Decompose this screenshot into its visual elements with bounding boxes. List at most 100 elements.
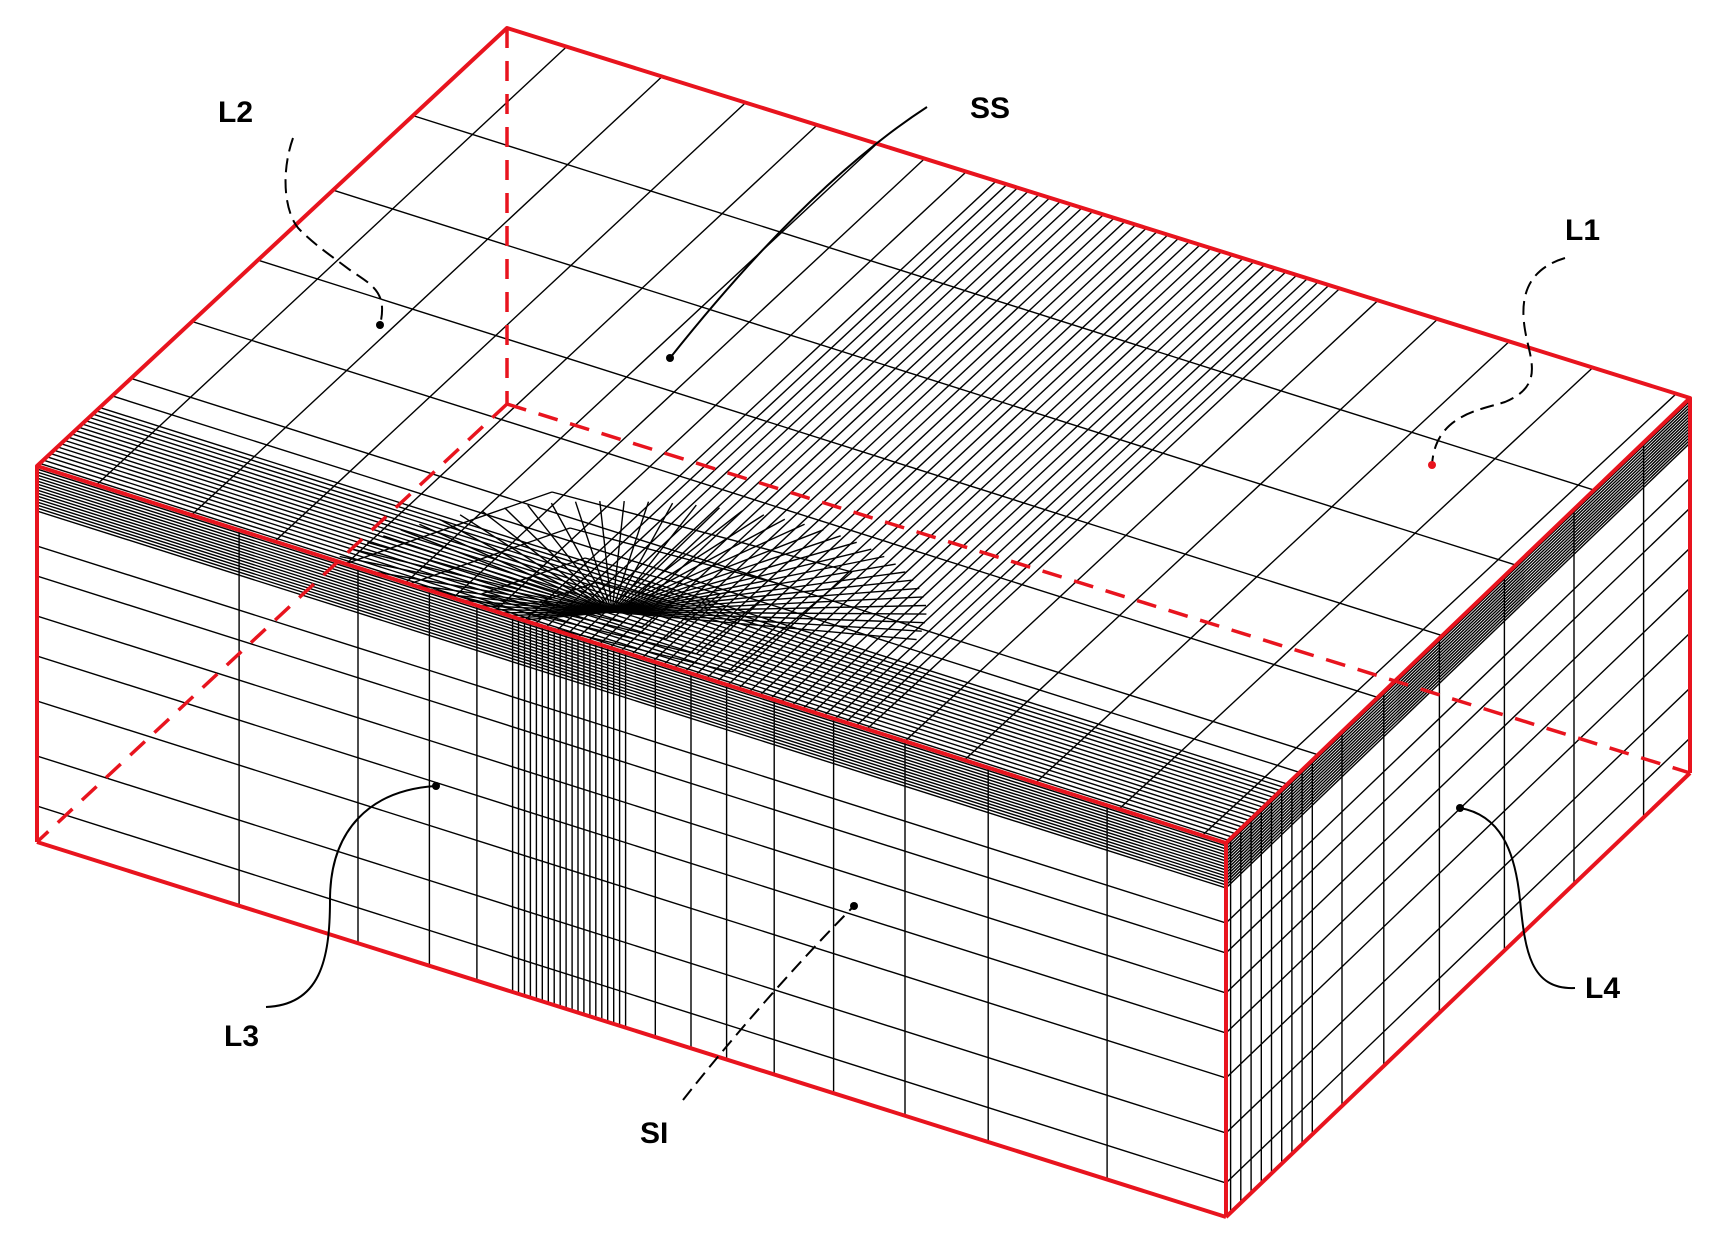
endpoint-l1 bbox=[1428, 461, 1436, 469]
leader-l1 bbox=[1431, 257, 1566, 466]
top-surface-mesh bbox=[37, 28, 1690, 843]
refinement-fan-line bbox=[611, 587, 920, 613]
top-mesh-line bbox=[564, 180, 1083, 664]
refinement-ring-line bbox=[408, 527, 571, 585]
bottom-right-edge bbox=[1224, 771, 1692, 1219]
bottom-front-edge bbox=[36, 840, 1227, 1219]
refinement-fan-line bbox=[611, 541, 857, 613]
top-mesh-line bbox=[521, 166, 1040, 650]
refinement-fan-line bbox=[611, 604, 927, 613]
right-mesh-line bbox=[1226, 415, 1690, 862]
front-mesh-line bbox=[37, 495, 1226, 874]
refinement-fan-line bbox=[611, 504, 697, 613]
right-mesh-line bbox=[1226, 737, 1690, 1184]
top-mesh-line bbox=[1178, 375, 1690, 843]
top-mesh-line bbox=[714, 227, 1233, 711]
refinement-ring-line bbox=[481, 593, 667, 640]
front-mesh-line bbox=[37, 655, 1226, 1034]
leader-lines bbox=[265, 106, 1576, 1101]
refinement-fan-line bbox=[367, 541, 613, 613]
front-mesh-line bbox=[37, 498, 1226, 877]
refinement-fan-line bbox=[419, 523, 613, 613]
top-mesh-line bbox=[37, 306, 1632, 843]
refinement-fan-line bbox=[352, 548, 613, 613]
endpoint-l4 bbox=[1456, 804, 1464, 812]
refinement-ring-line bbox=[731, 571, 853, 673]
refinement-fan-line bbox=[611, 529, 824, 613]
refinement-fan-line bbox=[504, 507, 613, 613]
refinement-fan-line bbox=[611, 579, 914, 613]
top-mesh-line bbox=[628, 200, 1147, 684]
refinement-ring-line bbox=[569, 527, 781, 585]
refinement-fan-line bbox=[550, 502, 613, 613]
refinement-fan-line bbox=[599, 501, 613, 613]
top-mesh-line bbox=[575, 183, 1094, 667]
front-mesh-line bbox=[37, 501, 1226, 880]
front-mesh-line bbox=[37, 510, 1226, 889]
top-mesh-line bbox=[940, 299, 1459, 783]
refinement-fan-line bbox=[611, 571, 906, 613]
top-mesh-line bbox=[37, 297, 1643, 843]
refinement-fan-line bbox=[611, 523, 805, 613]
top-mesh-line bbox=[586, 187, 1105, 671]
right-mesh-line bbox=[1226, 424, 1690, 871]
refinement-fan-line bbox=[438, 518, 613, 613]
refinement-ring-line bbox=[665, 593, 721, 640]
top-mesh-line bbox=[768, 244, 1286, 728]
refinement-ring-line bbox=[584, 557, 721, 595]
right-mesh-line bbox=[1226, 507, 1690, 954]
top-mesh-line bbox=[322, 103, 841, 587]
right-surface-mesh bbox=[1226, 400, 1690, 1217]
top-mesh-line bbox=[693, 221, 1212, 705]
right-mesh-line bbox=[1226, 442, 1690, 889]
refinement-fan-line bbox=[611, 510, 743, 613]
label-l4: L4 bbox=[1585, 972, 1620, 1005]
refinement-ring-line bbox=[551, 491, 853, 573]
front-mesh-line bbox=[37, 477, 1226, 856]
endpoint-l2 bbox=[376, 321, 384, 329]
label-l1: L1 bbox=[1565, 214, 1600, 247]
right-mesh-line bbox=[1226, 430, 1690, 877]
top-mesh-line bbox=[757, 241, 1276, 725]
front-mesh-line bbox=[37, 700, 1226, 1079]
top-mesh-line bbox=[37, 329, 1607, 843]
right-mesh-line bbox=[1226, 409, 1690, 856]
refinement-ring-line bbox=[596, 581, 673, 603]
refinement-fan-line bbox=[574, 501, 613, 613]
top-mesh-line bbox=[37, 146, 1690, 751]
refinement-fan-line bbox=[611, 514, 765, 613]
top-mesh-line bbox=[650, 207, 1169, 691]
right-mesh-line bbox=[1226, 547, 1690, 994]
refinement-fan-line bbox=[611, 518, 786, 613]
front-mesh-line bbox=[37, 474, 1226, 853]
right-mesh-line bbox=[1226, 632, 1690, 1079]
right-mesh-line bbox=[1226, 436, 1690, 883]
right-mesh-line bbox=[1226, 439, 1690, 886]
label-l3: L3 bbox=[224, 1020, 259, 1053]
front-mesh-line bbox=[37, 615, 1226, 994]
top-mesh-line bbox=[881, 280, 1399, 764]
top-mesh-line bbox=[1095, 348, 1613, 832]
right-mesh-line bbox=[1226, 403, 1690, 850]
refinement-fan-line bbox=[611, 611, 926, 624]
top-mesh-line bbox=[429, 137, 948, 621]
top-mesh-line bbox=[554, 177, 1072, 660]
front-mesh-line bbox=[37, 575, 1226, 954]
front-mesh-line bbox=[37, 480, 1226, 859]
right-mesh-line bbox=[1226, 406, 1690, 853]
top-mesh-line bbox=[543, 173, 1062, 657]
label-ss: SS bbox=[970, 92, 1010, 125]
refinement-fan-line bbox=[400, 529, 613, 613]
refinement-fan-line bbox=[339, 555, 613, 613]
top-mesh-line bbox=[56, 28, 1690, 607]
top-mesh-line bbox=[37, 333, 1604, 843]
top-mesh-line bbox=[661, 211, 1179, 694]
right-mesh-line bbox=[1226, 421, 1690, 868]
refinement-ring-line bbox=[539, 581, 598, 603]
top-mesh-line bbox=[703, 224, 1222, 708]
top-mesh-line bbox=[725, 231, 1244, 715]
top-mesh-line bbox=[511, 163, 1030, 647]
front-mesh-line bbox=[37, 471, 1226, 850]
